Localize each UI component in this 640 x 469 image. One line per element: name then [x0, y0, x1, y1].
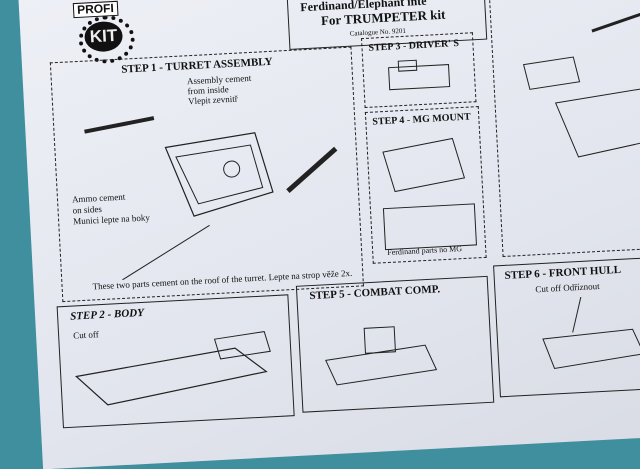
turret-drawing: [84, 116, 338, 281]
right-panel: [487, 0, 640, 258]
step5-panel: STEP 5 - COMBAT COMP.: [295, 275, 495, 413]
step4-panel: STEP 4 - MG MOUNT Ferdinand parts no MG: [364, 106, 487, 264]
step6-panel: STEP 6 - FRONT HULL Cut off Odříznout: [493, 257, 640, 398]
step3-panel: STEP 3 - DRIVER' S: [360, 32, 477, 109]
step1-panel: STEP 1 - TURRET ASSEMBLY Assembly cement…: [49, 46, 364, 303]
step2-panel: STEP 2 - BODY Cut off: [56, 294, 295, 429]
